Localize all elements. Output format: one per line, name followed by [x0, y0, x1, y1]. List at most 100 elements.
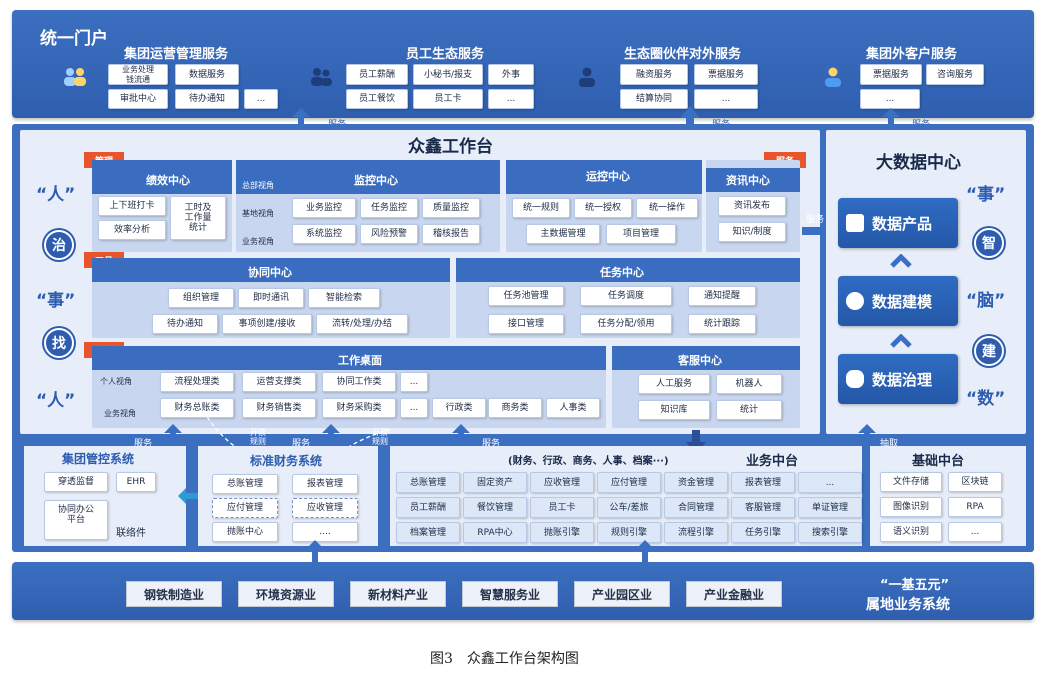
portal-chip[interactable]: 员工薪酬	[346, 64, 408, 85]
mid-item[interactable]: 固定资产	[463, 472, 527, 493]
mid-item[interactable]: 公车/差旅	[597, 497, 661, 518]
mid-item[interactable]: 员工薪酬	[396, 497, 460, 518]
mid-item[interactable]: ...	[798, 472, 862, 493]
mid-item[interactable]: 搜索引擎	[798, 522, 862, 543]
mid-item[interactable]: 抛账引擎	[530, 522, 594, 543]
perf-item[interactable]: 工时及 工作量 统计	[170, 196, 226, 240]
portal-chip[interactable]: 外事	[488, 64, 534, 85]
industry-item[interactable]: 智慧服务业	[462, 581, 558, 607]
mid-item[interactable]: 流程引擎	[664, 522, 728, 543]
portal-chip[interactable]: ...	[488, 89, 534, 109]
desk-item[interactable]: ...	[400, 398, 428, 418]
mid-item[interactable]: 报表管理	[731, 472, 795, 493]
task-item[interactable]: 通知提醒	[688, 286, 756, 306]
mid-item[interactable]: 客服管理	[731, 497, 795, 518]
portal-chip[interactable]: ...	[244, 89, 278, 109]
mid-item[interactable]: 应收管理	[530, 472, 594, 493]
finance-item[interactable]: 报表管理	[292, 474, 358, 494]
desk-item[interactable]: ...	[400, 372, 428, 392]
base-item[interactable]: 语义识别	[880, 522, 942, 542]
monitor-item[interactable]: 质量监控	[422, 198, 480, 218]
mid-item[interactable]: 任务引擎	[731, 522, 795, 543]
base-item[interactable]: ...	[948, 522, 1002, 542]
collab-item[interactable]: 事项创建/接收	[222, 314, 312, 334]
bigdata-model[interactable]: 数据建模	[838, 276, 958, 326]
group-item[interactable]: 协同办公 平台	[44, 500, 108, 540]
finance-item[interactable]: 抛账中心	[212, 522, 278, 542]
portal-chip[interactable]: 小秘书/报支	[413, 64, 483, 85]
mid-item[interactable]: 员工卡	[530, 497, 594, 518]
bigdata-product[interactable]: 数据产品	[838, 198, 958, 248]
task-item[interactable]: 接口管理	[488, 314, 564, 334]
industry-item[interactable]: 新材料产业	[350, 581, 446, 607]
desk-item[interactable]: 财务总账类	[160, 398, 234, 418]
mid-item[interactable]: 规则引擎	[597, 522, 661, 543]
industry-item[interactable]: 环境资源业	[238, 581, 334, 607]
info-item[interactable]: 资讯发布	[718, 196, 786, 216]
monitor-item[interactable]: 风险预警	[360, 224, 418, 244]
task-item[interactable]: 任务调度	[580, 286, 672, 306]
monitor-item[interactable]: 稽核报告	[422, 224, 480, 244]
portal-chip[interactable]: 票据服务	[694, 64, 758, 85]
mid-item[interactable]: 餐饮管理	[463, 497, 527, 518]
portal-chip[interactable]: 审批中心	[108, 89, 168, 109]
finance-item[interactable]: 应付管理	[212, 498, 278, 518]
base-item[interactable]: 图像识别	[880, 497, 942, 517]
mid-item[interactable]: RPA中心	[463, 522, 527, 543]
desk-item[interactable]: 行政类	[432, 398, 486, 418]
task-item[interactable]: 任务池管理	[488, 286, 564, 306]
mid-item[interactable]: 应付管理	[597, 472, 661, 493]
cs-item[interactable]: 统计	[716, 400, 782, 420]
base-item[interactable]: RPA	[948, 497, 1002, 517]
portal-chip[interactable]: ...	[860, 89, 920, 109]
collab-item[interactable]: 流转/处理/办结	[316, 314, 408, 334]
perf-item[interactable]: 效率分析	[98, 220, 166, 240]
finance-item[interactable]: ....	[292, 522, 358, 542]
portal-chip[interactable]: 票据服务	[860, 64, 922, 85]
monitor-item[interactable]: 业务监控	[292, 198, 356, 218]
monitor-item[interactable]: 系统监控	[292, 224, 356, 244]
collab-item[interactable]: 即时通讯	[238, 288, 304, 308]
industry-item[interactable]: 钢铁制造业	[126, 581, 222, 607]
collab-item[interactable]: 智能检索	[308, 288, 380, 308]
mid-item[interactable]: 合同管理	[664, 497, 728, 518]
base-item[interactable]: 区块链	[948, 472, 1002, 492]
perf-item[interactable]: 上下班打卡	[98, 196, 166, 216]
portal-chip[interactable]: 待办通知	[175, 89, 239, 109]
ops-item[interactable]: 统一规则	[512, 198, 570, 218]
mid-item[interactable]: 单证管理	[798, 497, 862, 518]
group-item[interactable]: 穿透监督	[44, 472, 108, 492]
base-item[interactable]: 文件存储	[880, 472, 942, 492]
monitor-item[interactable]: 任务监控	[360, 198, 418, 218]
desk-item[interactable]: 协同工作类	[322, 372, 396, 392]
portal-chip[interactable]: 咨询服务	[926, 64, 984, 85]
portal-chip[interactable]: ...	[694, 89, 758, 109]
task-item[interactable]: 统计跟踪	[688, 314, 756, 334]
portal-chip[interactable]: 结算协同	[620, 89, 688, 109]
desk-item[interactable]: 财务采购类	[322, 398, 396, 418]
desk-item[interactable]: 人事类	[546, 398, 600, 418]
mid-item[interactable]: 资金管理	[664, 472, 728, 493]
portal-chip[interactable]: 员工卡	[413, 89, 483, 109]
industry-item[interactable]: 产业园区业	[574, 581, 670, 607]
portal-chip[interactable]: 数据服务	[175, 64, 239, 85]
desk-item[interactable]: 流程处理类	[160, 372, 234, 392]
portal-chip[interactable]: 融资服务	[620, 64, 688, 85]
cs-item[interactable]: 知识库	[638, 400, 710, 420]
industry-item[interactable]: 产业金融业	[686, 581, 782, 607]
ops-item[interactable]: 项目管理	[606, 224, 676, 244]
portal-chip[interactable]: 业务处理 钱流通	[108, 64, 168, 85]
ops-item[interactable]: 统一授权	[574, 198, 632, 218]
collab-item[interactable]: 待办通知	[152, 314, 218, 334]
ops-item[interactable]: 主数据管理	[526, 224, 600, 244]
finance-item[interactable]: 总账管理	[212, 474, 278, 494]
desk-item[interactable]: 商务类	[488, 398, 542, 418]
mid-item[interactable]: 档案管理	[396, 522, 460, 543]
desk-item[interactable]: 运营支撑类	[242, 372, 316, 392]
mid-item[interactable]: 总账管理	[396, 472, 460, 493]
cs-item[interactable]: 机器人	[716, 374, 782, 394]
desk-item[interactable]: 财务销售类	[242, 398, 316, 418]
collab-item[interactable]: 组织管理	[168, 288, 234, 308]
bigdata-govern[interactable]: 数据治理	[838, 354, 958, 404]
group-item[interactable]: EHR	[116, 472, 156, 492]
